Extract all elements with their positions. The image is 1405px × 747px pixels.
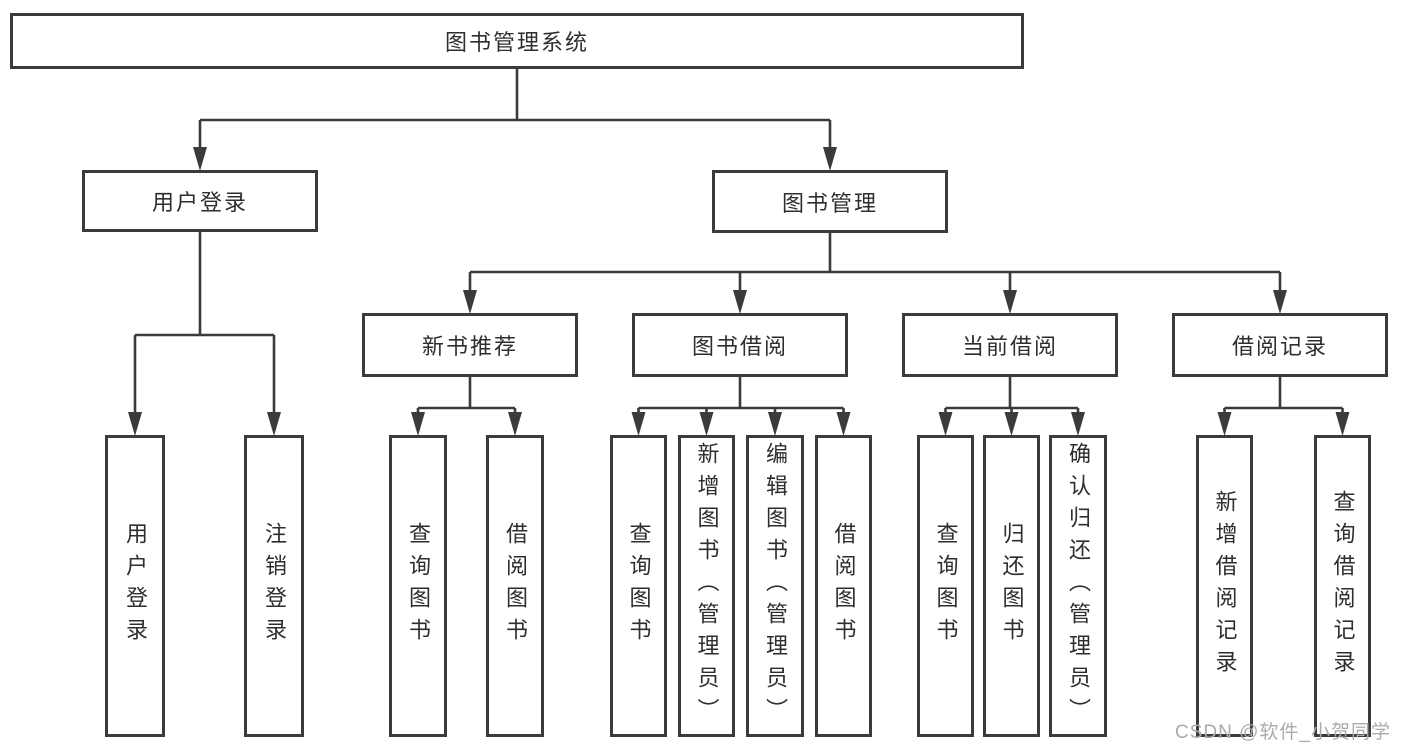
node-label-new-book-rec: 新书推荐 xyxy=(421,334,518,359)
node-leaf-logout: 注销登录 xyxy=(244,435,304,737)
arrowhead-icon xyxy=(463,290,477,314)
arrowhead-icon xyxy=(836,412,851,436)
watermark: CSDN @软件_小贺同学 xyxy=(1175,722,1391,743)
node-cb-confirm-return: 确认归还（管理员） xyxy=(1049,435,1107,737)
node-bb-query-book: 查询图书 xyxy=(610,435,667,737)
node-bb-edit-book: 编辑图书（管理员） xyxy=(746,435,804,737)
node-leaf-user-login: 用户登录 xyxy=(105,435,165,737)
node-cb-return-book: 归还图书 xyxy=(983,435,1040,737)
node-label-root: 图书管理系统 xyxy=(444,30,589,55)
arrowhead-icon xyxy=(631,412,646,436)
arrowhead-icon xyxy=(768,412,782,436)
node-nbr-borrow-book: 借阅图书 xyxy=(486,435,544,737)
node-label-br-query-record: 查询借阅记录 xyxy=(1330,490,1356,682)
arrowhead-icon xyxy=(1217,412,1232,436)
node-label-nbr-borrow-book: 借阅图书 xyxy=(503,522,528,650)
node-book-borrow: 图书借阅 xyxy=(632,313,848,377)
arrowhead-icon xyxy=(823,147,837,171)
node-new-book-rec: 新书推荐 xyxy=(362,313,578,377)
node-label-current-borrow: 当前借阅 xyxy=(961,334,1058,359)
node-label-book-borrow: 图书借阅 xyxy=(691,334,788,359)
arrowhead-icon xyxy=(699,412,714,436)
node-br-add-record: 新增借阅记录 xyxy=(1196,435,1253,737)
node-current-borrow: 当前借阅 xyxy=(902,313,1118,377)
node-borrow-records: 借阅记录 xyxy=(1172,313,1388,377)
node-label-book-mgmt: 图书管理 xyxy=(781,190,878,216)
node-label-leaf-logout: 注销登录 xyxy=(262,522,287,650)
node-label-user-login: 用户登录 xyxy=(151,190,248,215)
node-label-br-add-record: 新增借阅记录 xyxy=(1212,490,1238,682)
arrowhead-icon xyxy=(1071,412,1085,436)
node-bb-add-book: 新增图书（管理员） xyxy=(678,435,735,737)
node-book-mgmt: 图书管理 xyxy=(712,170,948,233)
arrowhead-icon xyxy=(938,412,953,436)
arrowhead-icon xyxy=(1003,290,1017,314)
arrowhead-icon xyxy=(193,147,207,171)
node-user-login: 用户登录 xyxy=(82,170,318,232)
arrowhead-icon xyxy=(128,412,142,436)
arrowhead-icon xyxy=(1335,412,1350,436)
arrowhead-icon xyxy=(508,412,522,436)
node-label-bb-edit-book: 编辑图书（管理员） xyxy=(763,442,788,730)
node-label-cb-query-book: 查询图书 xyxy=(933,522,959,650)
arrowhead-icon xyxy=(1004,412,1019,436)
node-label-bb-add-book: 新增图书（管理员） xyxy=(694,442,720,730)
node-label-bb-query-book: 查询图书 xyxy=(626,522,652,650)
node-label-cb-confirm-return: 确认归还（管理员） xyxy=(1066,442,1091,730)
node-label-nbr-query-book: 查询图书 xyxy=(406,522,431,650)
node-label-leaf-user-login: 用户登录 xyxy=(123,522,148,650)
node-label-cb-return-book: 归还图书 xyxy=(999,522,1025,650)
node-cb-query-book: 查询图书 xyxy=(917,435,974,737)
node-label-bb-borrow-book: 借阅图书 xyxy=(831,522,857,650)
node-bb-borrow-book: 借阅图书 xyxy=(815,435,872,737)
node-br-query-record: 查询借阅记录 xyxy=(1314,435,1371,737)
node-nbr-query-book: 查询图书 xyxy=(389,435,447,737)
arrowhead-icon xyxy=(267,412,281,436)
arrowhead-icon xyxy=(1273,290,1287,314)
arrowhead-icon xyxy=(733,290,747,314)
node-root: 图书管理系统 xyxy=(10,13,1024,69)
node-label-borrow-records: 借阅记录 xyxy=(1231,334,1328,359)
arrowhead-icon xyxy=(411,412,425,436)
